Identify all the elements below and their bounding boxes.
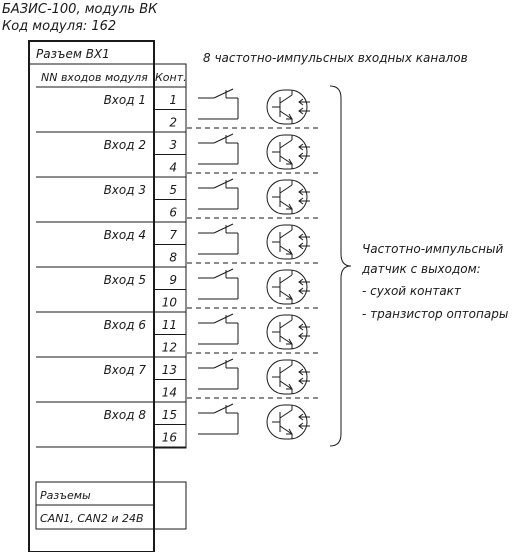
contact-number: 12 [162,341,177,355]
input-row: Вход 7 13 14 [36,363,186,403]
contact-number: 8 [169,251,177,265]
sensor-note-line1: Частотно-импульсный [362,242,503,256]
optocoupler-symbol [266,134,310,170]
optocoupler-symbol [266,269,310,305]
sensor-channel [187,178,318,219]
connectors-box: Разъемы CAN1, CAN2 и 24В [35,481,187,530]
sensor-channel [187,358,318,399]
dry-contact-symbol [198,223,239,255]
contact-number: 6 [169,206,177,220]
contact-number: 14 [162,386,177,400]
input-row: Вход 5 9 10 [36,273,186,313]
connectors-box-line1: Разъемы [40,489,91,502]
contact-number: 5 [169,183,177,197]
contact-number: 10 [162,296,178,310]
input-row: Вход 3 5 6 [36,183,186,223]
sensor-channel [187,268,318,309]
dry-contact-symbol [198,358,239,390]
input-row: Вход 8 15 16 [36,408,186,448]
input-label: Вход 6 [104,318,147,332]
optocoupler-symbol [266,404,310,440]
dry-contact-symbol [198,133,239,165]
sensor-note-item2: - транзистор оптопары [362,307,508,321]
sensor-channel [187,88,318,129]
contact-number: 3 [169,138,177,152]
input-label: Вход 1 [104,93,146,107]
dry-contact-symbol [198,88,239,120]
sensor-channels [187,88,318,440]
sensor-note-item1: - сухой контакт [362,284,462,298]
contact-number: 11 [162,318,177,332]
input-label: Вход 5 [104,273,146,287]
connector-table: Разъем ВХ1 NN входов модуля Конт. Вход 1… [29,47,187,449]
optocoupler-symbol [266,359,310,395]
optocoupler-symbol [266,89,310,125]
sensor-note-line2: датчик с выходом: [361,262,481,276]
dry-contact-symbol [198,403,239,435]
channels-brace [329,85,352,447]
input-label: Вход 4 [104,228,146,242]
module-name: БАЗИС-100, модуль ВК [2,2,158,17]
input-row: Вход 4 7 8 [36,228,186,268]
sensor-channel [187,313,318,354]
contact-number: 1 [169,93,177,107]
inputs-column-header: NN входов модуля [41,71,148,84]
contact-number: 2 [169,116,177,130]
input-row: Вход 6 11 12 [36,318,186,358]
contact-number: 16 [162,431,178,445]
contact-column [153,63,187,449]
sensor-channel [187,223,318,264]
sensor-channel [187,133,318,174]
input-label: Вход 8 [104,408,147,422]
contact-number: 9 [169,273,177,287]
contact-number: 4 [169,161,177,175]
input-row: Вход 2 3 4 [36,138,186,178]
connectors-box-line2: CAN1, CAN2 и 24В [40,512,144,525]
input-label: Вход 3 [104,183,146,197]
dry-contact-symbol [198,268,239,300]
channels-caption: 8 частотно-импульсных входных каналов [203,51,468,65]
input-row: Вход 1 1 2 [36,93,186,133]
optocoupler-symbol [266,224,310,260]
module-frame [28,40,155,552]
input-label: Вход 2 [104,138,146,152]
dry-contact-symbol [198,313,239,345]
optocoupler-symbol [266,179,310,215]
contact-number: 13 [162,363,177,377]
contact-number: 7 [169,228,177,242]
connector-title: Разъем ВХ1 [36,47,110,61]
optocoupler-symbol [266,314,310,350]
contact-number: 15 [162,408,177,422]
sensor-channel [198,403,310,440]
module-code: Код модуля: 162 [2,19,116,34]
dry-contact-symbol [198,178,239,210]
contact-column-header: Конт. [155,71,187,84]
input-label: Вход 7 [104,363,147,377]
